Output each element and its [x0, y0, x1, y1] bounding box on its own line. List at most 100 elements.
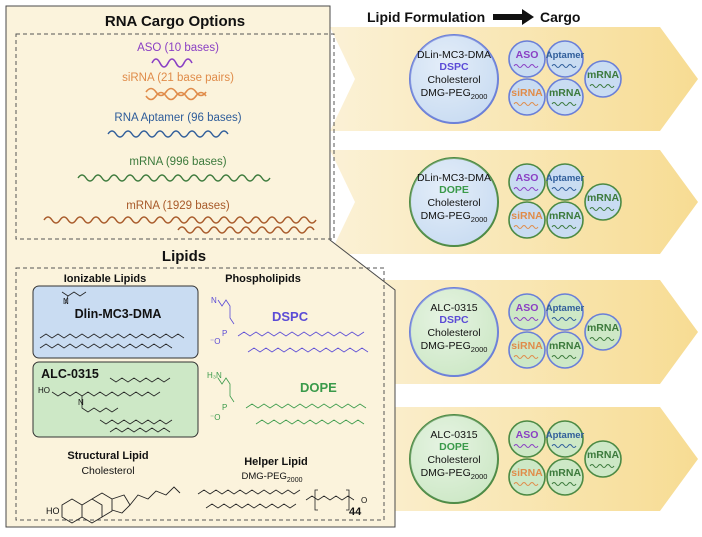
cholesterol-structure	[61, 486, 181, 524]
helper-lipid-name-sub: 2000	[287, 477, 303, 484]
cargo-bubble-label: mRNA	[549, 87, 582, 99]
lipids-panel-box	[15, 267, 385, 521]
cargo-bubble: mRNA	[546, 331, 584, 369]
phospholipid-name-dspc: DSPC	[272, 309, 309, 324]
formulation-rows: DLin-MC3-DMADSPCCholesterolDMG-PEG2000AS…	[409, 34, 622, 504]
cargo-bubble-label: Aptamer	[546, 430, 585, 441]
ionizable-name-mc3: Dlin-MC3-DMA	[75, 307, 162, 321]
lnp-peg-name: DMG-PEG	[421, 340, 471, 352]
cargo-bubble-strand	[589, 337, 615, 341]
peg-oxygen-atom: O	[361, 496, 367, 505]
cargo-strand-mrna-996	[77, 174, 271, 182]
cargo-bubble-label: ASO	[516, 302, 539, 314]
lnp-circle-highlight	[410, 415, 498, 503]
cargo-bubble-strand	[513, 355, 539, 359]
ionizable-box-mc3	[32, 285, 199, 359]
mc3-structure	[39, 291, 185, 349]
peg-structure	[197, 489, 355, 511]
lnp-cholesterol-text: Cholesterol	[427, 74, 480, 86]
cargo-panel-box	[15, 33, 335, 240]
cargo-label-mrna-996: mRNA (996 bases)	[129, 156, 226, 168]
lnp-cholesterol-text: Cholesterol	[427, 197, 480, 209]
header-lipid-formulation: Lipid Formulation	[367, 9, 485, 25]
cargo-bubble: siRNA	[508, 201, 546, 239]
cargo-bubble-strand	[551, 482, 577, 486]
cargo-bubble-label: mRNA	[587, 449, 620, 461]
header-cargo: Cargo	[540, 9, 580, 25]
cargo-bubble-strand	[551, 444, 577, 448]
ionizable-box-alc	[32, 361, 199, 438]
lnp-peg-name: DMG-PEG	[421, 467, 471, 479]
cargo-bubble-label: mRNA	[587, 322, 620, 334]
formulation-row: DLin-MC3-DMADSPCCholesterolDMG-PEG2000AS…	[409, 34, 622, 124]
dope-oxygen-atom: ⁻O	[210, 413, 220, 422]
lnp-peg-sub: 2000	[471, 215, 488, 224]
dspc-nitrogen-atom: N	[211, 296, 217, 305]
lnp-peg-sub: 2000	[471, 92, 488, 101]
cargo-bubble-strand	[551, 187, 577, 191]
cargo-bubble-strand	[513, 102, 539, 106]
cholesterol-hydroxyl-atom: HO	[46, 506, 60, 516]
dope-phosphorus-atom: P	[222, 403, 227, 412]
structural-lipid-header: Structural Lipid	[67, 450, 148, 462]
dspc-oxygen-atom: ⁻O	[210, 337, 220, 346]
formulation-row: DLin-MC3-DMADOPECholesterolDMG-PEG2000AS…	[409, 157, 622, 247]
cargo-bubble: ASO	[508, 163, 546, 201]
cargo-bubble-label: mRNA	[549, 467, 582, 479]
cargo-bubble: mRNA	[584, 60, 622, 98]
cargo-bubble-label: ASO	[516, 172, 539, 184]
cargo-bubble-strand	[513, 444, 539, 448]
cargo-strand-aso	[151, 58, 193, 68]
lnp-cholesterol-text: Cholesterol	[427, 327, 480, 339]
helper-lipid-name: DMG-PEG2000	[242, 471, 303, 484]
lnp-circle-highlight	[410, 158, 498, 246]
dope-structure	[217, 377, 367, 425]
lnp-peg-text: DMG-PEG2000	[421, 340, 488, 354]
cargo-bubble: Aptamer	[546, 420, 585, 458]
phospholipids-header: Phospholipids	[225, 273, 301, 285]
cargo-bubble: siRNA	[508, 458, 546, 496]
cargo-bubble-strand	[589, 464, 615, 468]
cargo-bubble: siRNA	[508, 78, 546, 116]
cargo-label-aptamer: RNA Aptamer (96 bases)	[114, 112, 241, 124]
cargo-label-aso: ASO (10 bases)	[137, 42, 219, 54]
dspc-phosphorus-atom: P	[222, 329, 227, 338]
cargo-bubble: mRNA	[584, 183, 622, 221]
helper-lipid-name-main: DMG-PEG	[242, 471, 287, 482]
cargo-label-sirna: siRNA (21 base pairs)	[122, 72, 234, 84]
cargo-strand-sirna-a	[145, 87, 207, 97]
mc3-nitrogen-atom: N	[63, 297, 69, 306]
ionizable-lipids-header: Ionizable Lipids	[64, 273, 147, 285]
dspc-structure	[217, 299, 369, 353]
cargo-bubble: ASO	[508, 40, 546, 78]
alc-hydroxyl-atom: HO	[38, 386, 50, 395]
peg-repeat-count: 44	[349, 506, 362, 518]
cargo-bubble: mRNA	[584, 440, 622, 478]
cargo-bubble-label: ASO	[516, 429, 539, 441]
lnp-peg-text: DMG-PEG2000	[421, 210, 488, 224]
cargo-bubble: Aptamer	[546, 40, 585, 78]
cargo-panel-title: RNA Cargo Options	[105, 13, 245, 30]
cargo-bubble-label: Aptamer	[546, 173, 585, 184]
lnp-ionizable-text: DLin-MC3-DMA	[417, 172, 491, 184]
cargo-strand-mrna-1929-a	[43, 216, 317, 224]
cargo-bubble-label: Aptamer	[546, 303, 585, 314]
alc-nitrogen-atom: N	[78, 398, 84, 407]
alc-structure	[51, 377, 173, 433]
header-arrow-icon	[493, 9, 534, 25]
lnp-ionizable-text: ALC-0315	[430, 302, 477, 314]
cargo-bubble-label: ASO	[516, 49, 539, 61]
cargo-bubble-strand	[551, 102, 577, 106]
cargo-bubble-label: mRNA	[587, 192, 620, 204]
cargo-bubble: Aptamer	[546, 163, 585, 201]
lnp-ionizable-text: DLin-MC3-DMA	[417, 49, 491, 61]
cargo-bubble-strand	[513, 64, 539, 68]
lnp-ionizable-text: ALC-0315	[430, 429, 477, 441]
cargo-strand-mrna-1929-b	[177, 226, 315, 234]
lnp-peg-text: DMG-PEG2000	[421, 467, 488, 481]
cargo-bubble-label: Aptamer	[546, 50, 585, 61]
lnp-phospholipid-text: DOPE	[439, 441, 469, 453]
cargo-bubble-strand	[551, 64, 577, 68]
cargo-bubble: ASO	[508, 420, 546, 458]
